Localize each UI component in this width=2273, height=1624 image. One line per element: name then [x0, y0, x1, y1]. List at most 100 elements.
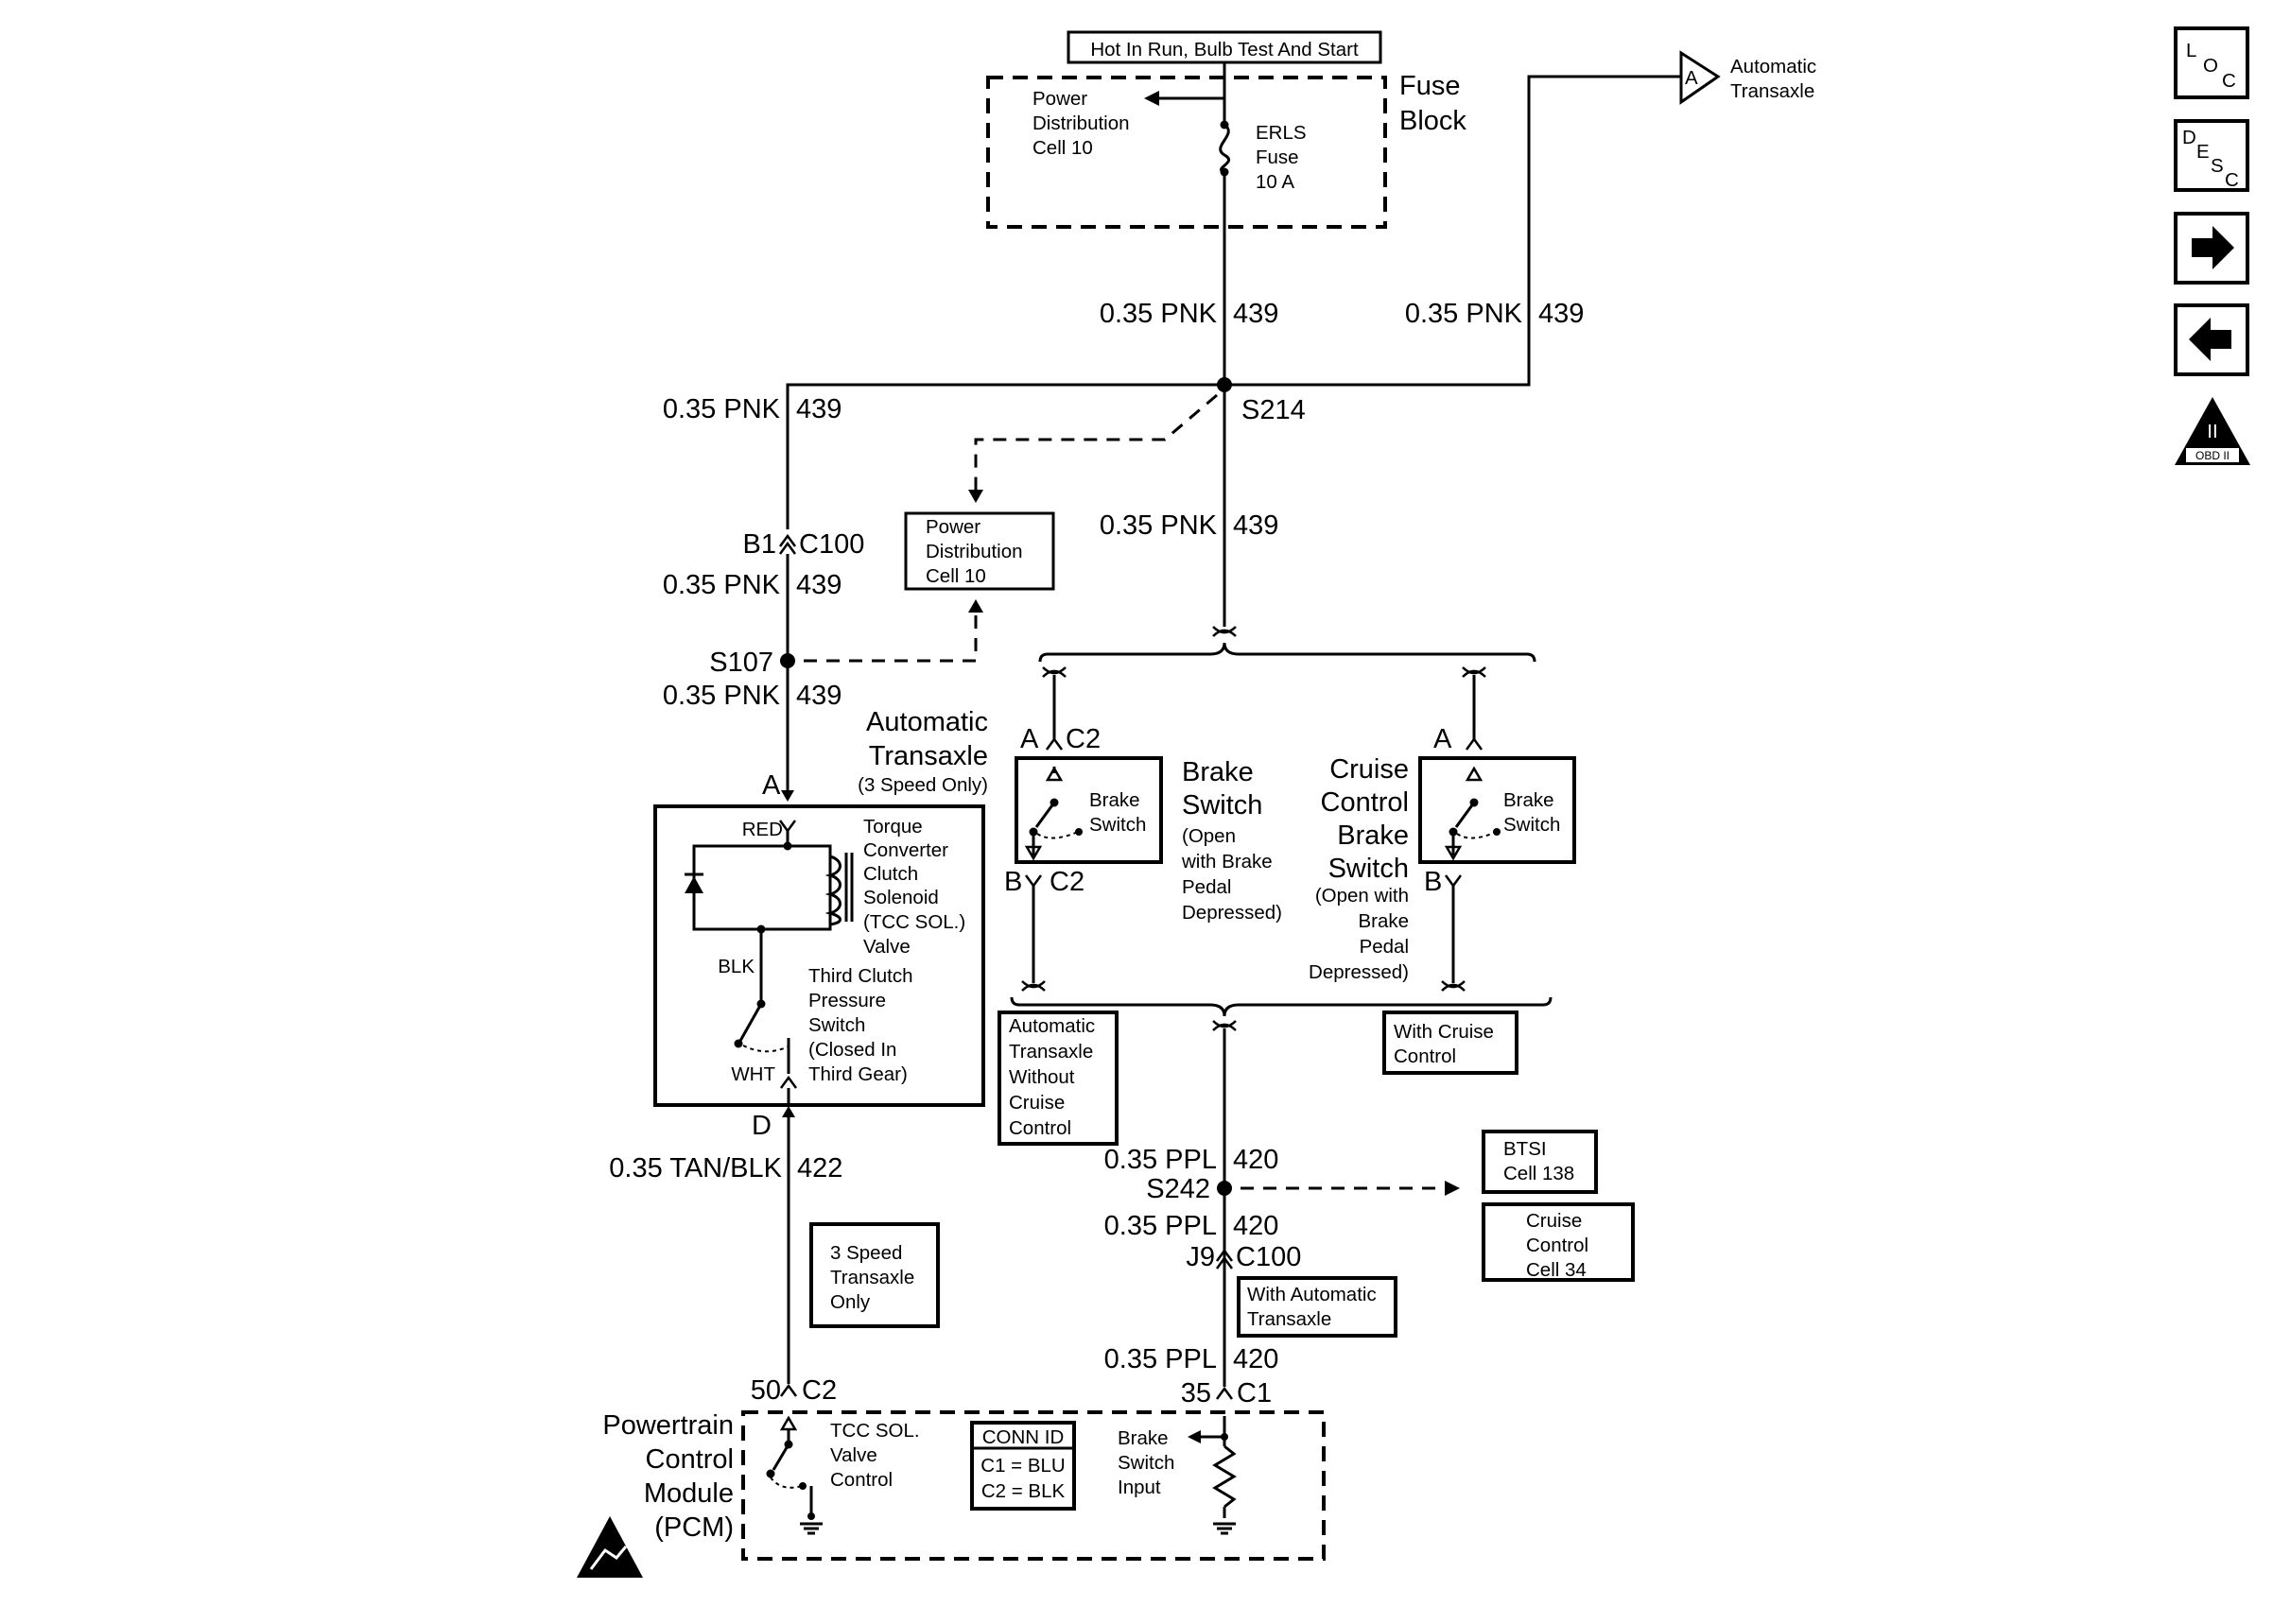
tcc-desc-line4: Solenoid [863, 887, 939, 908]
brake-input-line3: Input [1118, 1477, 1161, 1498]
tcc-switch-blade [772, 1443, 790, 1471]
fuse-block-title-2: Block [1399, 106, 1466, 136]
connector-c100-symbol [778, 533, 797, 555]
wire-label-gauge-ppl: 0.35 PPL [1104, 1211, 1217, 1241]
connector-c2-brake-top: C2 [1066, 724, 1101, 754]
connector-d-label: D [752, 1111, 772, 1141]
connector-c1-pcm: C1 [1237, 1378, 1272, 1408]
wire-label-circuit-422: 422 [797, 1153, 842, 1183]
brake-desc-line2: Switch [1182, 790, 1262, 821]
clutch-desc-line3: Switch [808, 1014, 865, 1036]
cruise-ref-line2: Control [1526, 1235, 1588, 1256]
cruise-ref-line3: Cell 34 [1526, 1259, 1587, 1281]
tcc-desc-line6: Valve [863, 936, 911, 958]
dashed-s214-to-pdc [974, 393, 1218, 492]
pcm-outline [741, 1410, 1326, 1561]
esd-hand-icon [589, 1546, 628, 1570]
pcm-title-line3: Module [644, 1478, 734, 1509]
no-cruise-line5: Control [1009, 1117, 1071, 1139]
cruise-desc-line4: Depressed) [1309, 961, 1409, 983]
cruise-title-line1: Cruise [1329, 754, 1409, 785]
brake-desc-line6: Depressed) [1182, 902, 1282, 924]
clutch-switch-blade [738, 1003, 763, 1042]
obd-button[interactable]: II OBD II [2175, 397, 2250, 465]
back-button[interactable] [2174, 303, 2249, 376]
pin-50: 50 [751, 1375, 781, 1406]
wire-label-gauge: 0.35 PNK [1100, 510, 1218, 541]
splice-s214-label: S214 [1241, 395, 1306, 425]
tcc-control-line2: Valve [830, 1444, 877, 1466]
brake-connector-bot-symbol [1024, 874, 1043, 889]
brake-desc-line1: Brake [1182, 757, 1254, 787]
option-brace-top [1038, 642, 1536, 663]
brake-switch-link [1036, 831, 1079, 839]
splice-s242-dot [1217, 1181, 1232, 1196]
wire-label-circuit-420: 420 [1233, 1145, 1278, 1175]
cruise-desc-line3: Pedal [1360, 936, 1409, 958]
cruise-desc-line2: Brake [1358, 910, 1409, 932]
clutch-desc-line2: Pressure [808, 990, 886, 1011]
arrow-left-icon [2189, 318, 2231, 361]
with-auto-line1: With Automatic [1247, 1284, 1377, 1305]
wire-label-gauge-ppl: 0.35 PPL [1104, 1145, 1217, 1175]
option-brace-bottom [1010, 996, 1553, 1017]
tcc-control-line1: TCC SOL. [830, 1420, 920, 1442]
wire-break-bottom [1212, 1020, 1237, 1031]
connector-j9-symbol [1215, 1248, 1234, 1270]
conn-id-line3: C2 = BLK [981, 1480, 1066, 1502]
wire-s214-to-left [786, 383, 1224, 529]
esd-warning-icon [577, 1516, 643, 1578]
clutch-switch-link [742, 1038, 789, 1053]
brake-input-line2: Switch [1118, 1452, 1174, 1474]
arrow-right-icon [2192, 226, 2234, 269]
pcm-title-line1: Powertrain [602, 1410, 734, 1441]
wire-label-circuit: 439 [1538, 299, 1584, 329]
pulldown-resistor [1212, 1444, 1237, 1509]
no-cruise-line1: Automatic [1009, 1015, 1095, 1037]
desc-button[interactable]: D E S C [2174, 119, 2249, 192]
tcc-desc-line2: Converter [863, 839, 948, 861]
conn-id-box [970, 1421, 1076, 1511]
no-cruise-box [998, 1011, 1119, 1146]
no-cruise-line3: Without [1009, 1066, 1075, 1088]
solenoid-loop [692, 844, 788, 931]
next-button[interactable] [2174, 212, 2249, 285]
pcm-title-line4: (PCM) [654, 1512, 734, 1543]
cruise-connector-top-symbol [1465, 736, 1484, 751]
connector-c100-label: C100 [799, 529, 864, 560]
wire-color-blk: BLK [718, 956, 755, 977]
fuse-element [1219, 123, 1230, 174]
btsi-ref-box [1482, 1130, 1598, 1194]
sidebar: L O C D E S C II OBD II [2174, 26, 2250, 465]
wire-break-left-bot [1021, 980, 1046, 992]
offpage-connector [1679, 50, 1721, 105]
loc-icon-c: C [2222, 70, 2236, 92]
pdc-arrow-head [1144, 91, 1159, 106]
cruise-connector-bot-symbol [1444, 874, 1463, 889]
connector-c2-brake-bot: C2 [1050, 867, 1084, 897]
tcc-control-line3: Control [830, 1469, 893, 1491]
fuse-pdc-line1: Power [1032, 88, 1087, 110]
solenoid-right [761, 844, 832, 931]
brake-inner-line2: Switch [1089, 814, 1146, 836]
cruise-desc-line1: (Open with [1315, 885, 1409, 907]
cruise-inner-line1: Brake [1503, 789, 1554, 811]
offpage-label-line1: Automatic [1730, 56, 1816, 78]
fuse-name-line3: 10 A [1256, 171, 1294, 193]
tcc-desc-line5: (TCC SOL.) [863, 911, 965, 933]
wire-label-circuit: 439 [1233, 299, 1278, 329]
header-box-text: Hot In Run, Bulb Test And Start [1090, 39, 1359, 60]
brake-desc-line4: with Brake [1181, 851, 1273, 872]
brake-switch-blade [1034, 802, 1056, 828]
loc-button[interactable]: L O C [2174, 26, 2249, 99]
brake-input-node [1221, 1433, 1228, 1441]
cruise-switch-blade [1454, 802, 1476, 828]
wire-break-right-bot [1441, 980, 1466, 992]
cruise-switch-box [1418, 756, 1576, 864]
dashed-s107-to-pdc [804, 612, 978, 663]
wire-label-gauge-tan: 0.35 TAN/BLK [609, 1153, 782, 1183]
fuse-block-outline [986, 76, 1387, 229]
tcc-actuator [799, 1482, 807, 1490]
wire-label-gauge: 0.35 PNK [663, 394, 781, 424]
pin-50-symbol [779, 1383, 798, 1397]
